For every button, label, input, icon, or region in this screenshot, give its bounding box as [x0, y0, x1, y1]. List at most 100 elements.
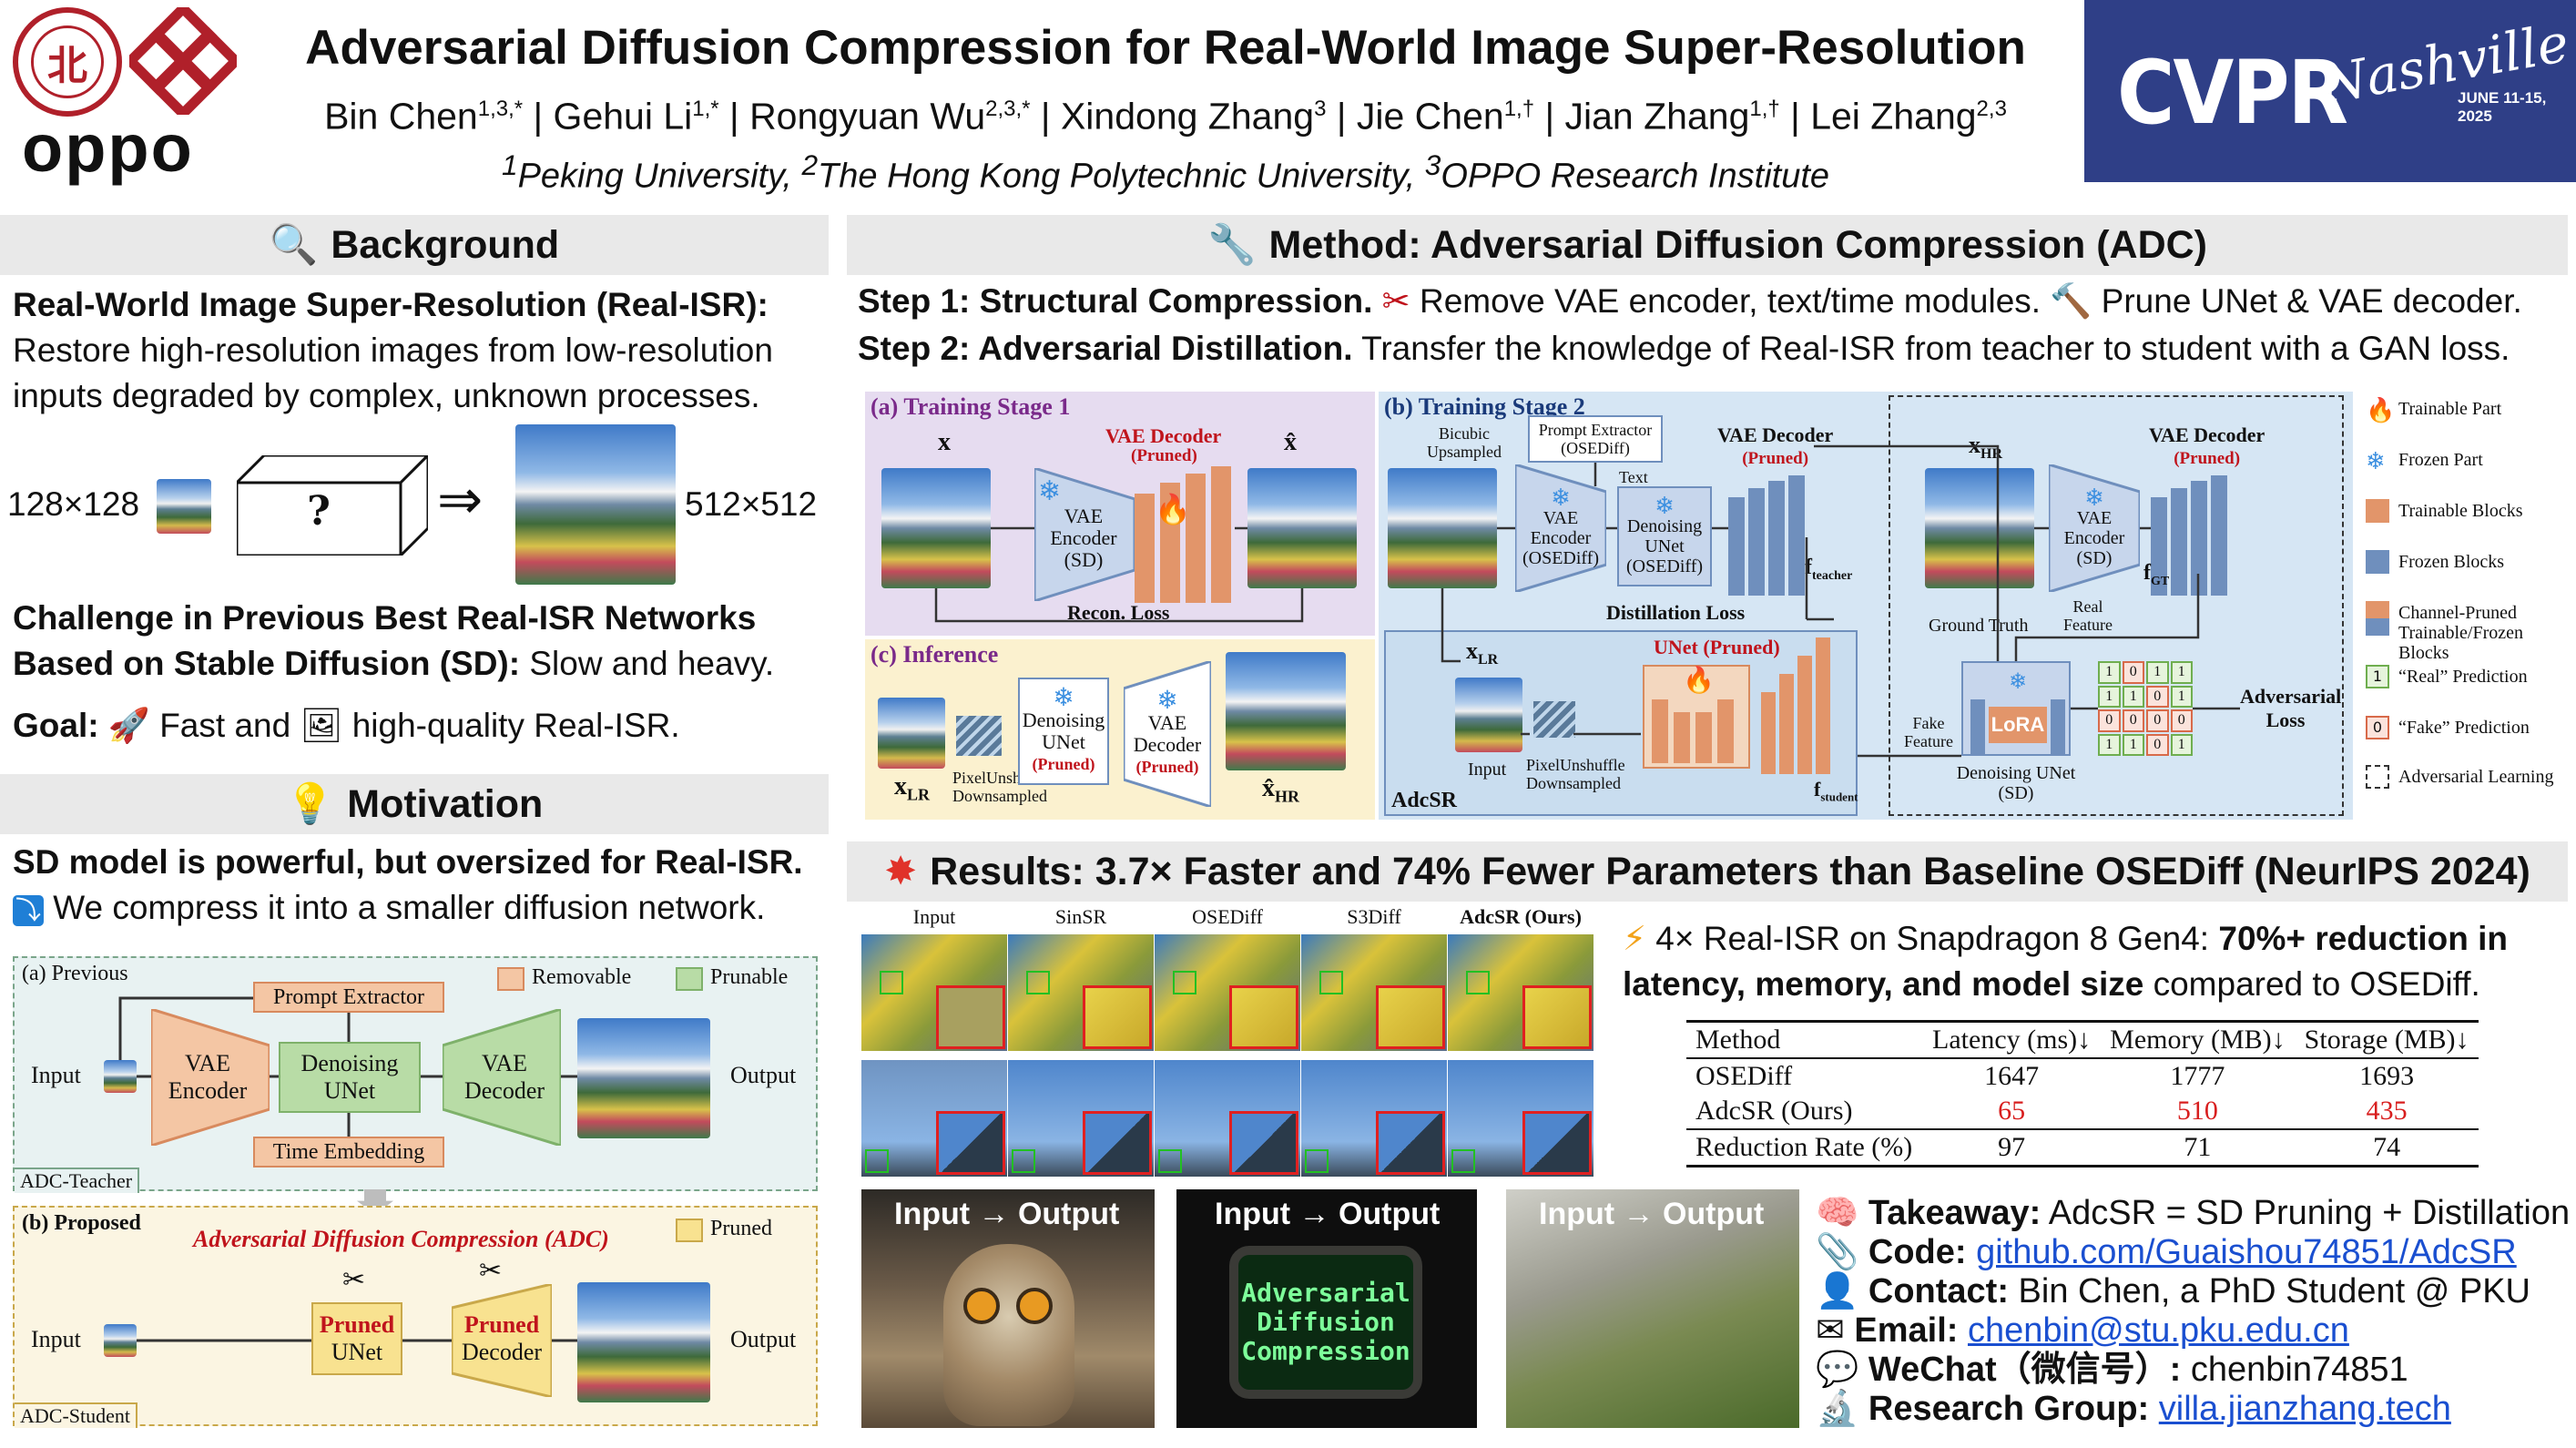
stage2-teacher-unet: ❄Denoising UNet (OSEDiff) — [1617, 486, 1712, 586]
lr-size-label: 128×128 — [7, 485, 140, 523]
zoom-inset — [1376, 1111, 1445, 1175]
adversarial-learning-box — [1889, 395, 2344, 816]
code-link[interactable]: github.com/Guaishou74851/AdcSR — [1976, 1233, 2517, 1271]
author-separator: | — [1779, 95, 1811, 138]
motivation-line-2: ⤵ We compress it into a smaller diffusio… — [13, 885, 765, 931]
stage1-output-image — [1247, 468, 1357, 588]
author-affiliation-mark: 1,3,* — [477, 97, 524, 121]
scissors-icon-unet: ✂ — [342, 1264, 366, 1296]
email-link[interactable]: chenbin@stu.pku.edu.cn — [1968, 1311, 2349, 1350]
legend-prunable: Prunable — [710, 965, 789, 989]
legend-label: “Real” Prediction — [2398, 667, 2528, 687]
input-label-b: Input — [31, 1326, 81, 1352]
hr-output-image — [515, 424, 676, 585]
student-tag: ADC-Student — [15, 1402, 137, 1428]
lightbulb-icon: 💡 — [285, 781, 335, 827]
video-owl[interactable]: Input → Output — [861, 1189, 1155, 1428]
student-unet-bars — [1652, 696, 1743, 763]
stage2-pixelunshuffle-label: PixelUnshuffle Downsampled — [1526, 756, 1625, 792]
zoom-inset — [1522, 985, 1592, 1049]
legend-pruned: Pruned — [710, 1217, 772, 1240]
stage2-arrows — [1441, 444, 2240, 758]
group-link[interactable]: villa.jianzhang.tech — [2158, 1390, 2451, 1428]
previous-panel: (a) Previous Removable Prunable Prompt E… — [13, 956, 818, 1193]
comparison-column-label: AdcSR (Ours) — [1460, 905, 1582, 928]
stage1-decoder-bars — [1135, 466, 1235, 603]
adc-title: Adversarial Diffusion Compression (ADC) — [193, 1226, 609, 1252]
stage2-teacher-decoder-bars — [1728, 475, 1807, 596]
author-separator: | — [523, 95, 554, 138]
legend-label: Frozen Part — [2398, 450, 2483, 470]
table-cell: OSEDiff — [1695, 1061, 1793, 1091]
denoising-unet-block: Denoising UNet — [279, 1042, 421, 1113]
stage1-vae-decoder-label: VAE Decoder — [1105, 424, 1222, 447]
prediction-cell: 1 — [2170, 685, 2193, 708]
fake-prediction-swatch: 0 — [2366, 716, 2389, 739]
table-cell: 97 — [1998, 1132, 2026, 1162]
bicubic-label: Bicubic Upsampled — [1427, 424, 1502, 461]
background-header: 🔍Background — [0, 215, 829, 275]
zoom-source-box — [1012, 1149, 1035, 1173]
motivation-line-1: SD model is powerful, but oversized for … — [13, 843, 803, 881]
input-thumb-b — [104, 1324, 137, 1357]
training-stage-1-panel: (a) Training Stage 1 x ❄ VAE Encoder (SD… — [865, 392, 1375, 636]
table-cell: Reduction Rate (%) — [1695, 1132, 1913, 1162]
stage2-bicubic-image — [1388, 468, 1497, 588]
training-stage-2-panel: (b) Training Stage 2 Bicubic Upsampled ❄… — [1379, 392, 2353, 820]
author-name: Rongyuan Wu — [749, 95, 986, 138]
lora-block: LoRA — [1989, 707, 2047, 743]
lr-thumbnail — [157, 479, 211, 534]
gt-decoder-bars — [2151, 475, 2229, 596]
stage2-pixelunshuffle-stack — [1533, 701, 1575, 738]
inference-panel: (c) Inference xLR PixelUnshuffle Downsam… — [865, 639, 1375, 820]
frozen-block-swatch — [2366, 550, 2389, 574]
comparison-crop-parrot — [1301, 934, 1447, 1051]
email-icon: ✉ — [1816, 1310, 1845, 1350]
zoom-inset — [1083, 985, 1152, 1049]
legend-removable-swatch — [497, 967, 524, 991]
legend-label: Trainable Blocks — [2398, 501, 2523, 521]
inference-pixelunshuffle-stack — [956, 716, 1002, 756]
student-fire-icon: 🔥 — [1683, 665, 1715, 695]
step-2: Step 2: Adversarial Distillation. Transf… — [858, 330, 2510, 367]
scissors-icon: ✂ — [1381, 281, 1410, 321]
video-moss[interactable]: Input → Output — [1506, 1189, 1799, 1428]
table-cell: 74 — [2373, 1132, 2401, 1162]
prediction-cell: 0 — [2122, 661, 2144, 684]
prediction-cell: 0 — [2098, 709, 2121, 732]
hammer-icon: 🔨 — [2050, 281, 2092, 321]
gt-vae-decoder-label: VAE Decoder(Pruned) — [2149, 423, 2265, 469]
comparison-column-label: SinSR — [1054, 905, 1107, 928]
speed-summary: ⚡ 4× Real-ISR on Snapdragon 8 Gen4: 70%+… — [1623, 919, 2509, 1003]
challenge-text: Challenge in Previous Best Real-ISR Netw… — [13, 599, 775, 682]
zoom-source-box — [1173, 971, 1196, 994]
poster-title: Adversarial Diffusion Compression for Re… — [305, 21, 2026, 75]
author-affiliation-mark: 3 — [1314, 97, 1327, 121]
results-header: ✸Results: 3.7× Faster and 74% Fewer Para… — [847, 841, 2568, 902]
prediction-cell: 0 — [2146, 685, 2169, 708]
prediction-cell: 0 — [2146, 733, 2169, 756]
author-separator: | — [718, 95, 750, 138]
comparison-crop-sky — [861, 1060, 1007, 1177]
cvpr-date: JUNE 11-15, 2025 — [2458, 89, 2547, 125]
owl-eye-left — [963, 1288, 1000, 1324]
stage2-teacher-vae-decoder-label: VAE Decoder(Pruned) — [1717, 423, 1834, 469]
flow-arrows-a — [118, 996, 577, 1137]
hr-size-label: 512×512 — [685, 485, 818, 523]
stage2-vae-encoder — [1515, 464, 1606, 592]
table-cell: 65 — [1998, 1096, 2026, 1126]
takeaway-row: 🧠 Takeaway: AdcSR = SD Pruning + Distill… — [1816, 1192, 2571, 1232]
fake-feature-label: Fake Feature — [1904, 714, 1953, 750]
gt-vae-encoder-label: ❄VAE Encoder (SD) — [2063, 484, 2125, 569]
chat-icon: 💬 — [1816, 1349, 1859, 1389]
author-name: Lei Zhang — [1810, 95, 1977, 138]
author-name: Jian Zhang — [1564, 95, 1750, 138]
inference-label: (c) Inference — [871, 641, 999, 668]
owl-eye-right — [1016, 1288, 1053, 1324]
